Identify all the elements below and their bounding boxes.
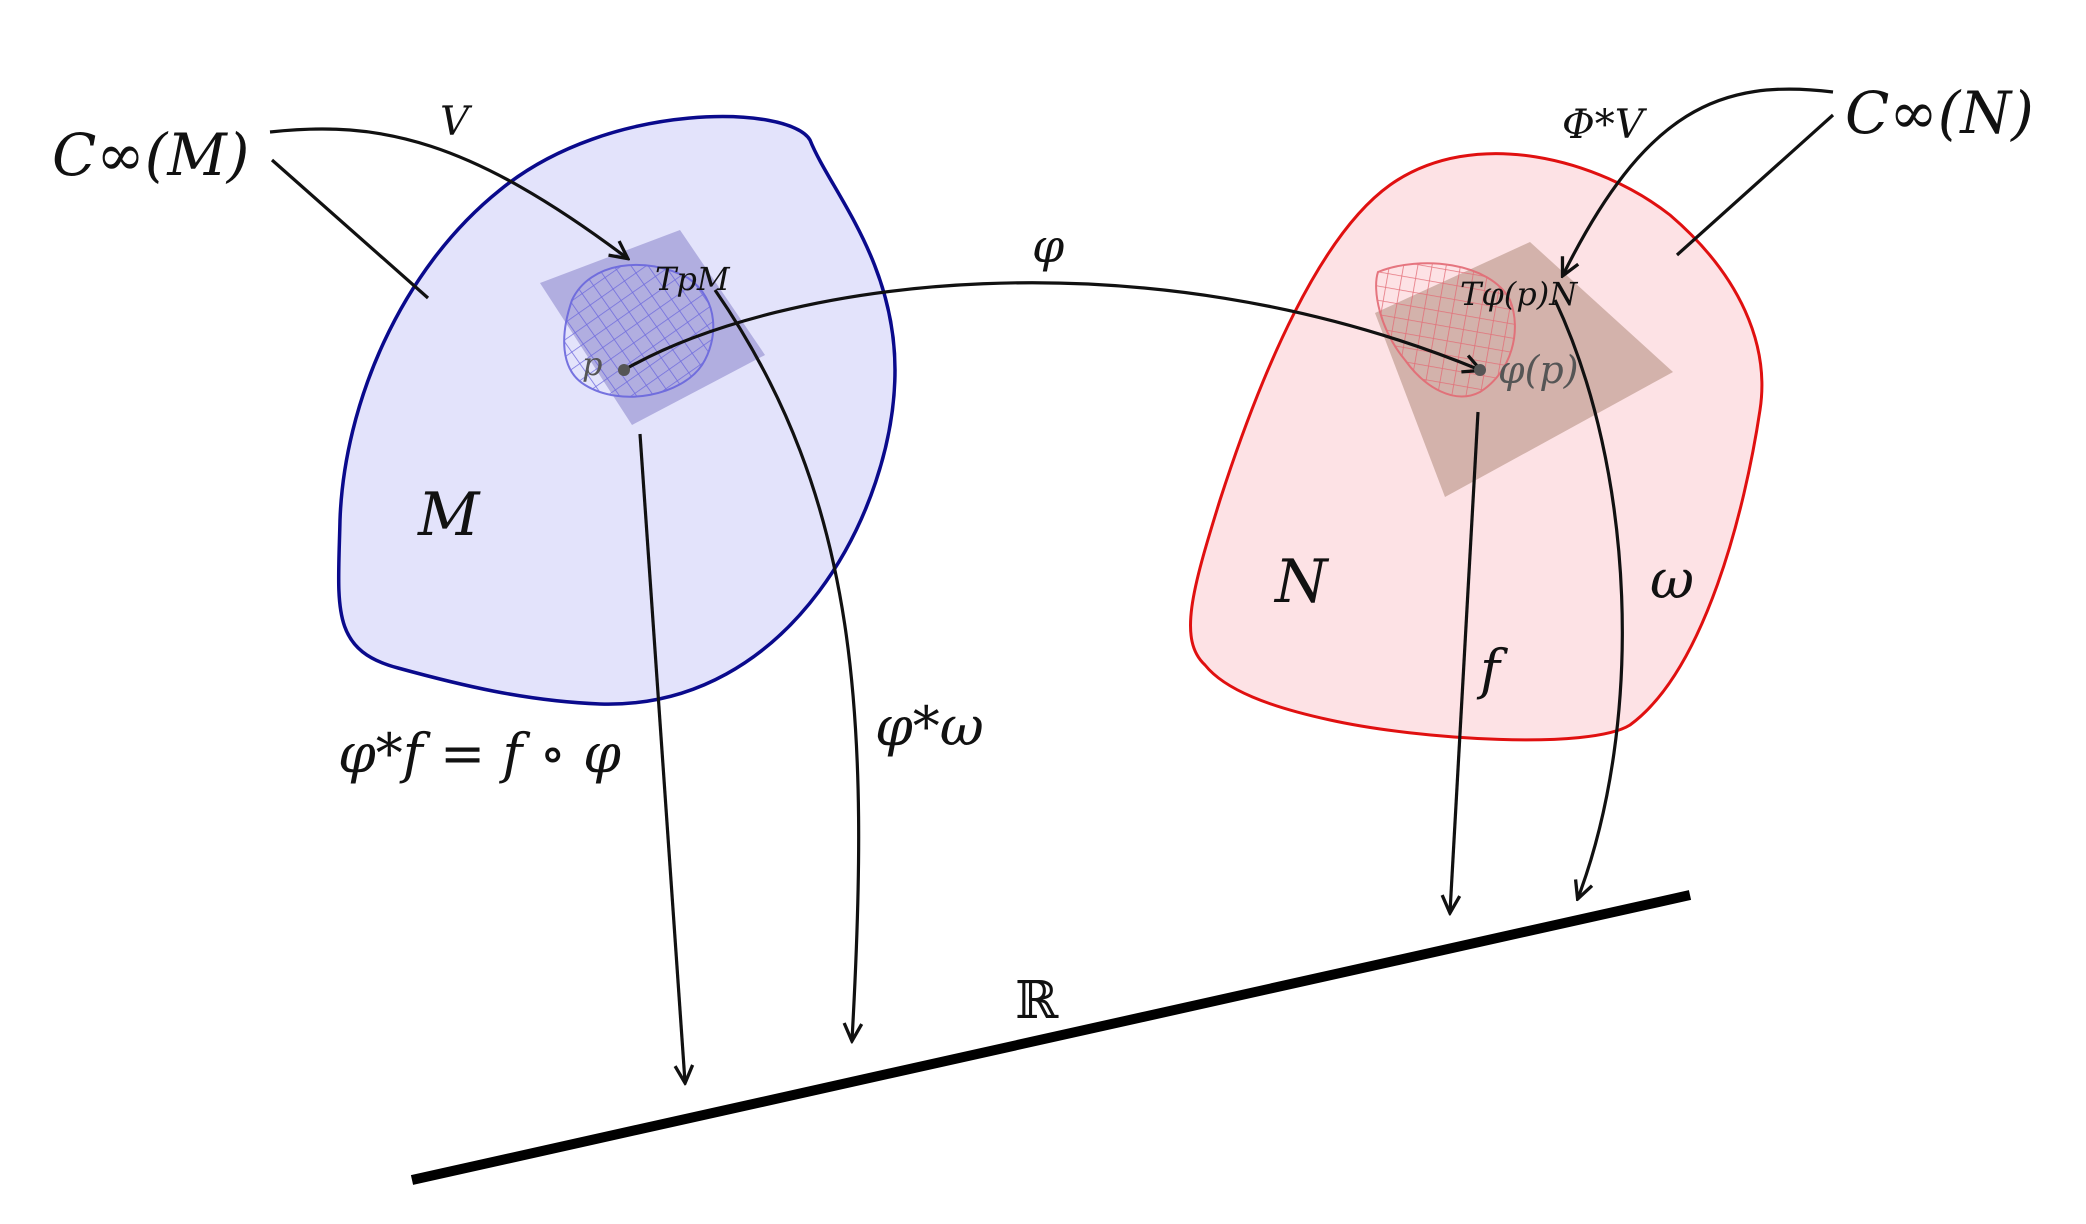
label-pullback-f: φ*f = f ∘ φ — [338, 722, 621, 785]
label-c-inf-n: C∞(N) — [1845, 79, 2034, 147]
label-phi-p: φ(p) — [1498, 348, 1579, 392]
label-manifold-n: N — [1273, 547, 1330, 617]
label-tangent-m: TpM — [655, 260, 731, 298]
point-p — [618, 364, 630, 376]
point-phi-p — [1474, 364, 1486, 376]
arrow-phi — [623, 281, 1480, 370]
label-reals: ℝ — [1015, 971, 1059, 1031]
label-omega: ω — [1650, 548, 1694, 611]
arrow-phi-star-v — [1563, 87, 1834, 275]
manifold-m-region — [336, 114, 897, 706]
label-phi: φ — [1032, 219, 1065, 273]
label-p: p — [582, 345, 602, 383]
c-inf-n-link — [1675, 113, 1835, 257]
arrow-omega — [1553, 299, 1624, 898]
label-manifold-m: M — [417, 480, 481, 550]
label-v: V — [440, 99, 473, 145]
arrow-pullback-omega — [713, 289, 859, 1040]
label-c-inf-m: C∞(M) — [52, 121, 249, 189]
label-pullback-omega: φ*ω — [875, 695, 984, 758]
chart-patch-m — [563, 263, 715, 398]
c-inf-m-link — [270, 158, 430, 300]
label-phi-star-v: Φ*V — [1562, 102, 1648, 148]
arrow-pullback-f — [638, 433, 685, 1082]
arrow-f — [1450, 411, 1480, 912]
arrow-v — [269, 127, 627, 258]
label-tangent-n: Tφ(p)N — [1460, 275, 1578, 313]
real-number-line — [410, 890, 1692, 1185]
